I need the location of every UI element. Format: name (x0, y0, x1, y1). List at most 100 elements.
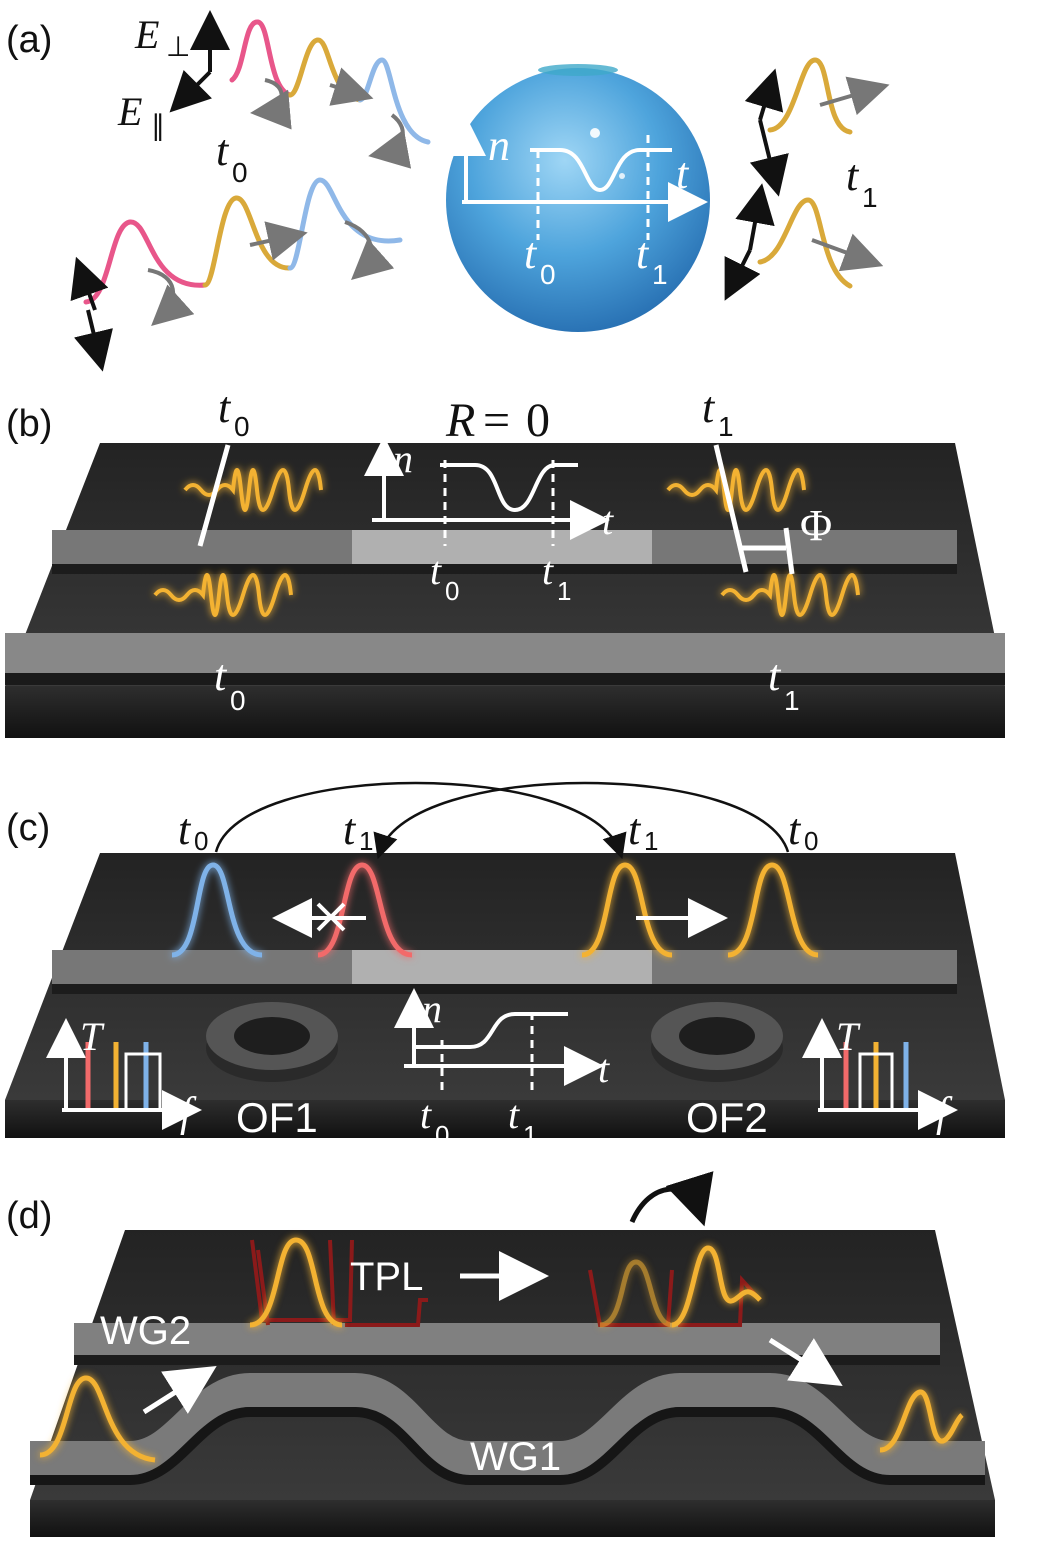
index-plot-c (394, 988, 604, 1096)
polarization-arrow-icon (735, 183, 775, 251)
block-cross-icon (316, 902, 346, 932)
mapping-arc-t0-to-t1 (373, 781, 790, 860)
plot-n-label: n (488, 121, 510, 170)
plot-t1-subscript: 1 (557, 576, 571, 606)
output-wave-trains (757, 57, 853, 289)
wg1-label: WG1 (470, 1435, 561, 1479)
top-t1-label: t (702, 383, 716, 432)
transfer-arc-arrow-icon (629, 1171, 714, 1227)
t0-symbol: t (216, 126, 230, 175)
plot-t-label: t (602, 498, 614, 543)
rotate-arrow-icon (250, 78, 292, 130)
transmission-spectrum-of1 (46, 1018, 202, 1130)
bottom-t0-subscript: 0 (230, 685, 246, 716)
e-par-subscript: ∥ (151, 110, 165, 141)
bottom-t0-label: t (214, 651, 228, 700)
wg2-label: WG2 (100, 1309, 191, 1353)
t1-mid-label: t (343, 805, 357, 854)
upper-waveguide-shadow (52, 564, 957, 574)
lower-waveguide (5, 633, 1005, 673)
polarization-arrow-icon (724, 249, 761, 301)
rotate-arrow-icon (368, 113, 412, 169)
polarization-arrow-icon (744, 68, 784, 121)
pulses-d (39, 1237, 964, 1463)
waveguide-wg2 (74, 1323, 940, 1355)
polarization-arrow-icon (749, 119, 789, 197)
plot-t1-subscript: 1 (523, 1120, 537, 1150)
sphere-highlight (538, 64, 618, 76)
plot-t1-label: t (542, 548, 554, 593)
panel-c: (c) OF1 OF2 (5, 781, 1005, 1150)
t0-subscript: 0 (232, 157, 248, 188)
t1-symbol: t (846, 151, 860, 200)
e-perp-symbol: E (134, 12, 159, 57)
plot-t0-label: t (524, 229, 538, 278)
waveguide-wg1-shadow (30, 1407, 985, 1485)
chip-slab-front (30, 1500, 995, 1537)
spectrum-T-label: T (836, 1014, 861, 1059)
reflection-zero: 0 (526, 394, 550, 447)
bottom-t1-label: t (768, 651, 782, 700)
phi-label: Φ (800, 501, 832, 550)
index-plot-b (364, 436, 610, 546)
propagation-arrow-icon (811, 233, 884, 272)
top-t1-subscript: 1 (718, 411, 734, 442)
panel-c-label: (c) (6, 807, 50, 849)
t1-right-subscript: 1 (644, 826, 658, 856)
plot-t1-subscript: 1 (652, 259, 668, 290)
plot-t1-label: t (636, 229, 650, 278)
tpl-structure-left (250, 1239, 428, 1327)
phase-shift-marker (740, 527, 795, 575)
e-perp-subscript: ⊥ (166, 31, 190, 62)
sphere-index-plot (446, 116, 708, 240)
polarization-arrow-icon (70, 256, 109, 311)
top-t0-subscript: 0 (234, 411, 250, 442)
wavefront-line (713, 444, 749, 573)
plot-t0-subscript: 0 (445, 576, 459, 606)
time-modulated-section (352, 950, 652, 984)
reflection-R-label: R (445, 394, 475, 447)
rotate-arrow-icon (147, 268, 195, 327)
top-t0-label: t (218, 383, 232, 432)
propagation-arrow-icon (819, 76, 890, 116)
chip-slab-front (5, 1100, 1005, 1138)
panel-b-label: (b) (6, 403, 52, 445)
t1-mid-subscript: 1 (359, 826, 373, 856)
waveguide-wg2-shadow (74, 1355, 940, 1365)
plot-t-label: t (598, 1046, 610, 1091)
plot-t0-label: t (420, 1092, 432, 1137)
t0-right-subscript: 0 (804, 826, 818, 856)
t0-left-label: t (178, 805, 192, 854)
plot-t0-label: t (430, 548, 442, 593)
plot-t0-subscript: 0 (435, 1120, 449, 1150)
mapping-arc-t0-to-t1 (214, 781, 627, 860)
waveguide-shadow (52, 984, 957, 994)
propagation-arrow-icon (249, 221, 308, 261)
plot-t-label: t (676, 149, 690, 198)
bottom-t1-subscript: 1 (784, 685, 800, 716)
plot-t0-subscript: 0 (540, 259, 556, 290)
wavefront-line (197, 444, 231, 547)
of2-label: OF2 (686, 1094, 768, 1141)
sphere-sparkle (590, 128, 600, 138)
optical-filter-ring-of2 (651, 1002, 783, 1082)
optical-filter-ring-of1 (206, 1002, 338, 1082)
sphere-sparkle (619, 173, 625, 179)
panel-d: (d) (6, 1171, 995, 1537)
spectrum-T-label: T (80, 1014, 105, 1059)
plot-n-label: n (422, 986, 442, 1031)
lower-wave-train (83, 177, 403, 305)
e-par-symbol: E (117, 89, 142, 134)
plot-n-label: n (393, 436, 413, 481)
panel-d-label: (d) (6, 1195, 52, 1237)
chip-slab-front (5, 686, 1005, 738)
input-arrow-icon (142, 1365, 217, 1415)
polarization-arrow-icon (74, 309, 113, 372)
pulses-c (171, 862, 819, 958)
transmission-spectrum-of2 (802, 1018, 958, 1130)
of1-label: OF1 (236, 1094, 318, 1141)
panel-b: (b) Φ n t (5, 383, 1005, 738)
panel-a: (a) E ⊥ E ∥ t 0 (6, 10, 890, 372)
t0-left-subscript: 0 (194, 826, 208, 856)
